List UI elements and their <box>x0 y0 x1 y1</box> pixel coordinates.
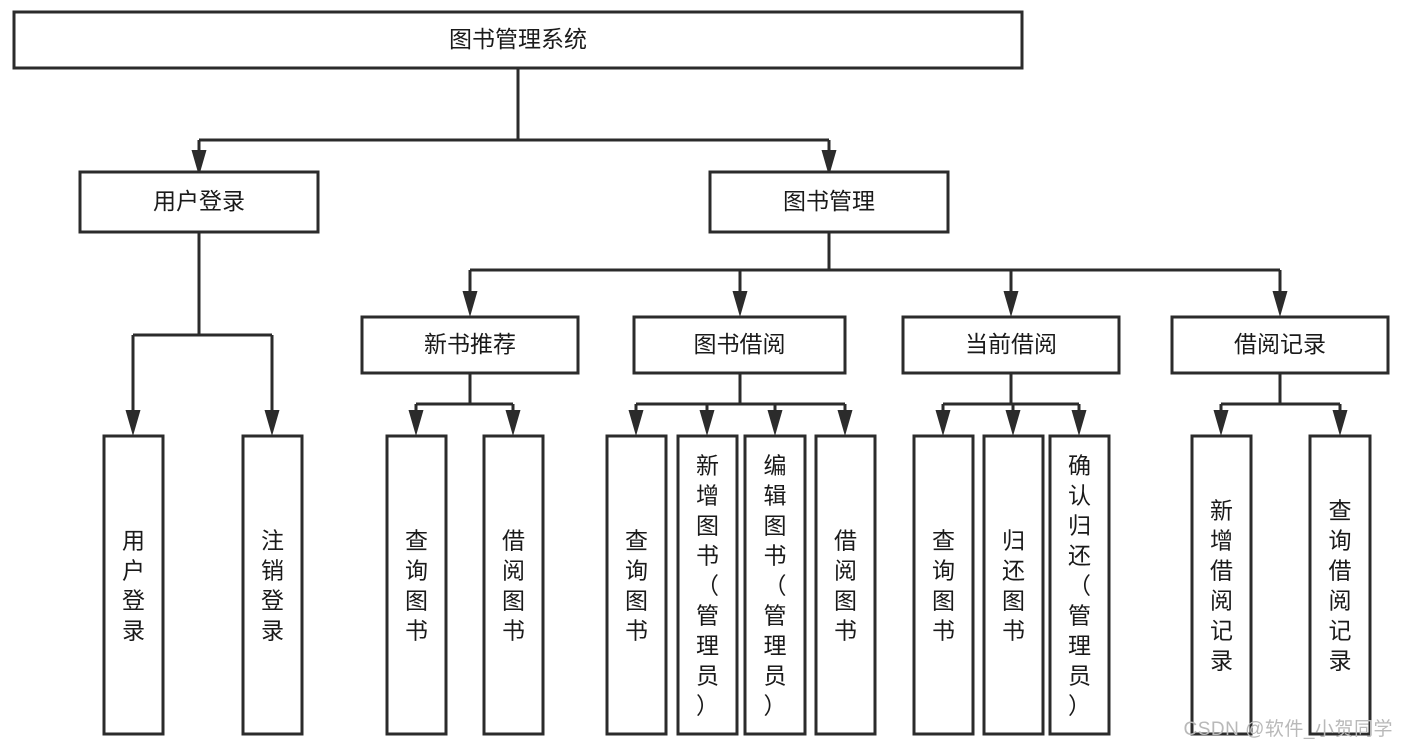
node-box[interactable] <box>814 434 877 736</box>
arrow-head-icon <box>767 410 783 436</box>
node-label: 图书管理系统 <box>449 26 587 52</box>
node-leaf-query-book-3[interactable]: 查询图书 <box>912 434 975 736</box>
node-box[interactable] <box>605 434 668 736</box>
node-leaf-confirm-return[interactable]: 确认归还（管理员） <box>1048 434 1111 736</box>
node-box[interactable] <box>632 315 847 375</box>
node-box[interactable] <box>1308 434 1372 736</box>
arrow-head-icon <box>821 150 837 176</box>
node-leaf-add-record[interactable]: 新增借阅记录 <box>1190 434 1253 736</box>
arrow-head-icon <box>505 410 521 436</box>
node-box[interactable] <box>901 315 1121 375</box>
node-label: 借阅图书 <box>834 527 857 643</box>
node-label: 新书推荐 <box>424 331 516 357</box>
node-box[interactable] <box>982 434 1045 736</box>
node-box[interactable] <box>78 170 320 234</box>
arrow-head-icon <box>837 410 853 436</box>
node-box[interactable] <box>708 170 950 234</box>
arrow-head-icon <box>1213 410 1229 436</box>
arrow-head-icon <box>1005 410 1021 436</box>
node-label: 归还图书 <box>1002 527 1025 643</box>
node-box[interactable] <box>241 434 304 736</box>
node-label: 新增图书（管理员） <box>696 452 719 718</box>
node-box[interactable] <box>743 434 807 736</box>
arrow-head-icon <box>628 410 644 436</box>
node-label: 当前借阅 <box>965 331 1057 357</box>
node-newbook[interactable]: 新书推荐 <box>360 315 580 375</box>
node-label: 用户登录 <box>122 527 145 643</box>
arrow-head-icon <box>1272 291 1288 317</box>
node-box[interactable] <box>1048 434 1111 736</box>
arrow-head-icon <box>125 410 141 436</box>
connector-login <box>125 232 280 436</box>
node-box[interactable] <box>102 434 165 736</box>
arrow-head-icon <box>699 410 715 436</box>
arrow-head-icon <box>1003 291 1019 317</box>
connector-borrow <box>628 373 853 436</box>
node-bookmgmt[interactable]: 图书管理 <box>708 170 950 234</box>
node-box[interactable] <box>1170 315 1390 375</box>
node-leaf-query-record[interactable]: 查询借阅记录 <box>1308 434 1372 736</box>
node-label: 借阅记录 <box>1234 331 1326 357</box>
arrow-head-icon <box>732 291 748 317</box>
nodes-layer: 图书管理系统用户登录图书管理新书推荐图书借阅当前借阅借阅记录用户登录注销登录查询… <box>12 10 1390 736</box>
node-label: 图书管理 <box>783 188 875 214</box>
node-label: 查询图书 <box>932 527 955 643</box>
node-leaf-user-logout[interactable]: 注销登录 <box>241 434 304 736</box>
node-login[interactable]: 用户登录 <box>78 170 320 234</box>
arrow-head-icon <box>1071 410 1087 436</box>
node-label: 编辑图书（管理员） <box>764 452 787 718</box>
node-label: 图书借阅 <box>694 331 786 357</box>
node-leaf-return-book[interactable]: 归还图书 <box>982 434 1045 736</box>
connector-current <box>935 373 1087 436</box>
node-leaf-borrow-book-2[interactable]: 借阅图书 <box>814 434 877 736</box>
node-label: 确认归还（管理员） <box>1068 452 1091 718</box>
arrow-head-icon <box>1332 410 1348 436</box>
node-label: 查询图书 <box>625 527 648 643</box>
arrow-head-icon <box>191 150 207 176</box>
node-label: 查询图书 <box>405 527 428 643</box>
node-leaf-borrow-book-1[interactable]: 借阅图书 <box>482 434 545 736</box>
arrow-head-icon <box>935 410 951 436</box>
node-leaf-edit-book[interactable]: 编辑图书（管理员） <box>743 434 807 736</box>
connector-root <box>191 68 837 176</box>
node-box[interactable] <box>912 434 975 736</box>
connector-records <box>1213 373 1348 436</box>
node-label: 用户登录 <box>153 188 245 214</box>
node-records[interactable]: 借阅记录 <box>1170 315 1390 375</box>
node-current[interactable]: 当前借阅 <box>901 315 1121 375</box>
watermark-label: CSDN @软件_小贺同学 <box>1183 719 1393 740</box>
node-leaf-query-book-1[interactable]: 查询图书 <box>385 434 448 736</box>
node-box[interactable] <box>482 434 545 736</box>
node-label: 借阅图书 <box>502 527 525 643</box>
connectors-layer <box>125 68 1348 436</box>
node-box[interactable] <box>360 315 580 375</box>
node-label: 新增借阅记录 <box>1210 497 1233 673</box>
node-leaf-add-book[interactable]: 新增图书（管理员） <box>676 434 739 736</box>
node-box[interactable] <box>385 434 448 736</box>
node-label: 注销登录 <box>261 527 284 643</box>
arrow-head-icon <box>264 410 280 436</box>
connector-newbook <box>408 373 521 436</box>
node-box[interactable] <box>676 434 739 736</box>
node-label: 查询借阅记录 <box>1329 497 1352 673</box>
arrow-head-icon <box>408 410 424 436</box>
node-box[interactable] <box>1190 434 1253 736</box>
connector-bookmgmt <box>462 232 1288 317</box>
node-leaf-user-login[interactable]: 用户登录 <box>102 434 165 736</box>
node-leaf-query-book-2[interactable]: 查询图书 <box>605 434 668 736</box>
node-box[interactable] <box>12 10 1024 70</box>
node-borrow[interactable]: 图书借阅 <box>632 315 847 375</box>
node-root[interactable]: 图书管理系统 <box>12 10 1024 70</box>
arrow-head-icon <box>462 291 478 317</box>
